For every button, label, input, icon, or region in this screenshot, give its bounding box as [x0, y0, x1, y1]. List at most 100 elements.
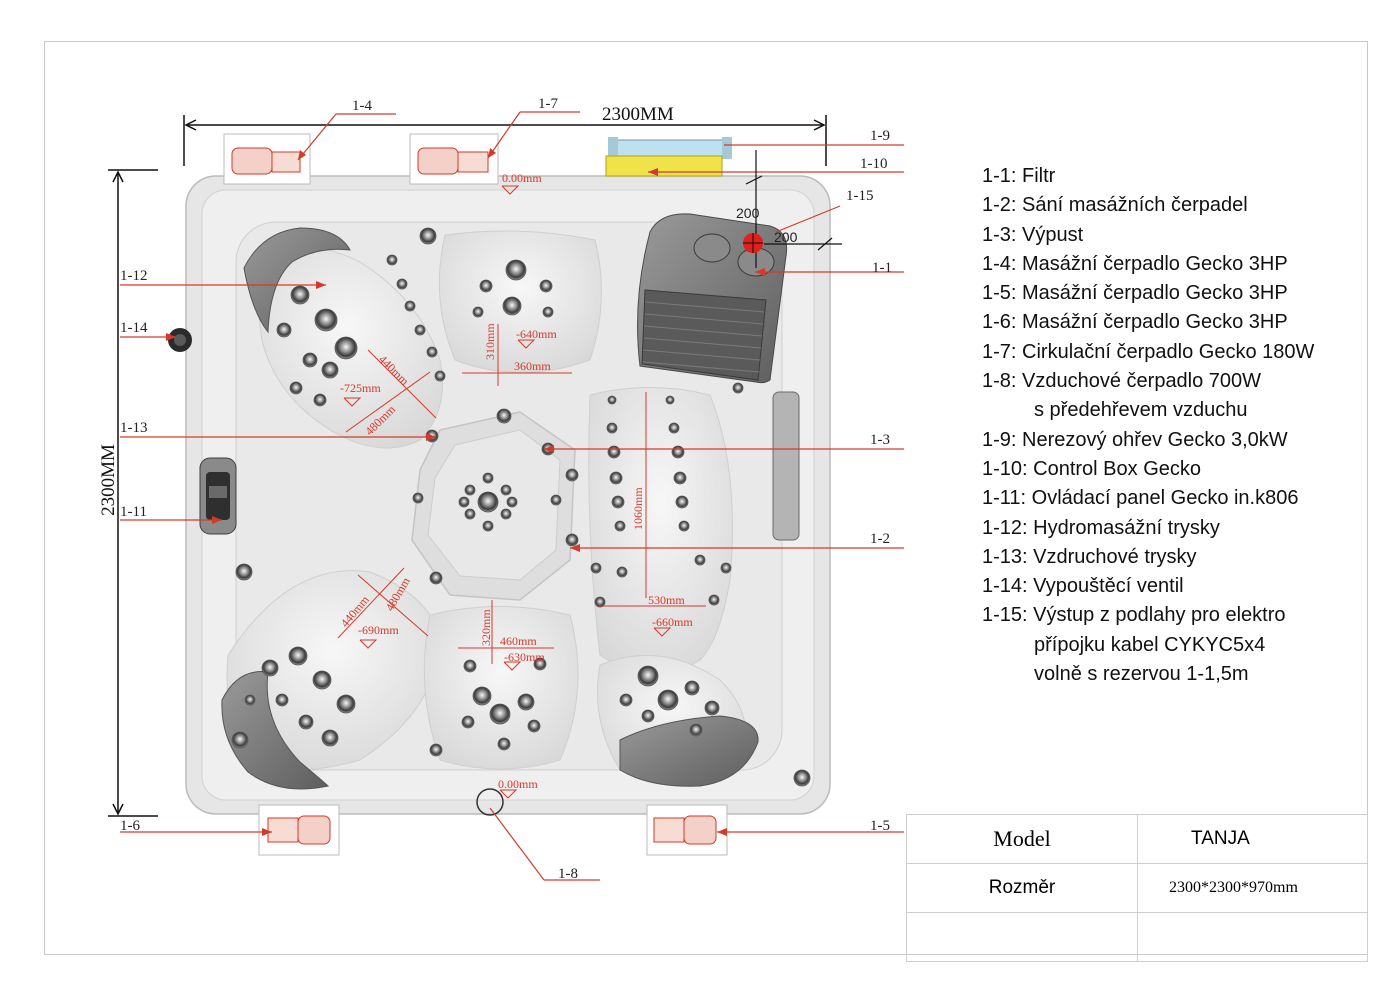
model-value-cell: TANJA	[1137, 814, 1368, 864]
jet-icon	[426, 346, 438, 358]
jet-icon	[314, 308, 338, 332]
jet-icon	[505, 259, 527, 281]
jet-icon	[244, 694, 256, 706]
level-660: -660mm	[652, 615, 693, 629]
legend-text: 1-12: Hydromasážní trysky	[982, 516, 1220, 539]
jet-icon	[479, 279, 493, 293]
jet-icon	[675, 495, 689, 509]
jet-icon	[550, 494, 562, 506]
jet-icon	[276, 322, 292, 338]
jet-icon	[527, 719, 541, 733]
jet-icon	[657, 689, 679, 711]
legend-text: 1-14: Vypouštěcí ventil	[982, 575, 1184, 598]
jet-icon	[396, 278, 408, 290]
legend-text: 1-3: Výpust	[982, 223, 1084, 246]
jet-icon	[302, 352, 318, 368]
callout-1-15: 1-15	[846, 188, 874, 204]
callout-1-3: 1-3	[870, 432, 890, 448]
dimension-value: 2300*2300*970mm	[1169, 879, 1298, 896]
legend-text: 1-11: Ovládací panel Gecko in.k806	[982, 487, 1299, 510]
jet-icon	[793, 769, 811, 787]
jet-icon	[489, 703, 511, 725]
jet-icon	[336, 694, 356, 714]
callout-1-8: 1-8	[558, 866, 578, 882]
legend-item: 1-9: Nerezový ohřev Gecko 3,0kW	[982, 426, 1382, 455]
jet-icon	[412, 492, 424, 504]
legend-item: 1-7: Cirkulační čerpadlo Gecko 180W	[982, 338, 1382, 367]
callout-1-10: 1-10	[860, 156, 888, 172]
legend-text: 1-8: Vzduchové čerpadlo 700W	[982, 370, 1262, 393]
jet-icon	[616, 566, 628, 578]
model-label: Model	[993, 826, 1051, 851]
jet-icon	[637, 665, 659, 687]
dimension-label-cell: Rozměr	[906, 863, 1138, 913]
measure-360: 360mm	[514, 359, 551, 373]
level-725: -725mm	[340, 381, 381, 395]
legend-text: 1-9: Nerezový ohřev Gecko 3,0kW	[982, 428, 1288, 451]
legend-text: s předehřevem vzduchu	[1034, 399, 1248, 422]
lounger-headrest	[637, 213, 788, 384]
jet-icon	[611, 495, 625, 509]
jet-icon	[673, 471, 687, 485]
callout-1-6: 1-6	[120, 818, 140, 834]
jet-icon	[312, 670, 332, 690]
jet-icon	[497, 737, 511, 751]
callout-arrowheads	[166, 148, 765, 836]
jet-icon	[482, 520, 494, 532]
jet-icon	[288, 646, 308, 666]
jet-icon	[720, 562, 732, 574]
jet-icon	[334, 336, 358, 360]
legend-text: volně s rezervou 1-1,5m	[1034, 663, 1249, 686]
jet-icon	[429, 571, 443, 585]
empty-cell-1	[906, 912, 1138, 962]
callout-1-13: 1-13	[120, 420, 148, 436]
callout-1-12: 1-12	[120, 268, 148, 284]
jet-icon	[694, 554, 706, 566]
measure-320: 320mm	[479, 609, 493, 646]
jet-icon	[641, 709, 655, 723]
empty-cell-2	[1137, 912, 1368, 962]
jet-icon	[506, 496, 518, 508]
jet-icon	[298, 714, 314, 730]
pump-1-7	[409, 133, 499, 185]
jet-icon	[231, 731, 249, 749]
jet-icon	[732, 382, 744, 394]
width-dimension: 2300MM	[602, 104, 674, 125]
measurement-lines	[337, 324, 706, 664]
electric-outlet-marker	[743, 150, 842, 268]
callout-1-14: 1-14	[120, 320, 148, 336]
legend-text: 1-10: Control Box Gecko	[982, 457, 1201, 480]
legend-text: 1-1: Filtr	[982, 165, 1056, 187]
measure-460: 460mm	[500, 634, 537, 648]
legend-text: 1-2: Sání masážních čerpadel	[982, 194, 1248, 217]
title-block: Model TANJA Rozměr 2300*2300*970mm	[906, 814, 1368, 962]
jet-icon	[609, 471, 623, 485]
level-top: 0.00mm	[502, 171, 542, 185]
jet-icon	[665, 395, 675, 405]
level-markers	[343, 185, 672, 799]
pump-1-4	[223, 133, 311, 185]
led-light-strip	[772, 391, 800, 541]
dimension-lines	[108, 115, 827, 817]
jet-icon	[429, 743, 443, 757]
jet-icon	[313, 393, 327, 407]
jet-icon	[496, 408, 512, 424]
jet-icon	[704, 700, 720, 716]
jet-icon	[607, 395, 617, 405]
jet-icon	[290, 285, 310, 305]
jet-icon	[472, 686, 492, 706]
legend-text: přípojku kabel CYKYC5x4	[1034, 633, 1266, 656]
jet-icon	[614, 520, 626, 532]
drain-valve	[168, 328, 192, 352]
jet-icon	[464, 484, 476, 496]
callout-1-7: 1-7	[538, 96, 558, 112]
jet-icon	[607, 445, 621, 459]
legend-item: 1-12: Hydromasážní trysky	[982, 514, 1382, 543]
legend-item: 1-6: Masážní čerpadlo Gecko 3HP	[982, 308, 1382, 337]
jet-icon	[594, 596, 606, 608]
jet-icon	[502, 296, 522, 316]
pump-1-5	[646, 804, 728, 856]
jet-icon	[482, 472, 494, 484]
callout-1-4: 1-4	[352, 98, 372, 114]
